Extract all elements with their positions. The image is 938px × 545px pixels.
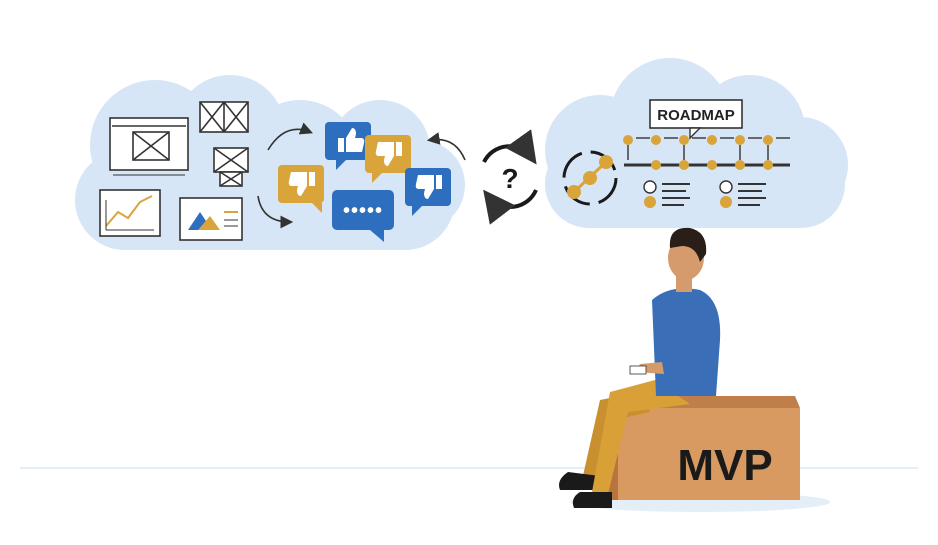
question-mark: ? [501, 163, 518, 194]
wireframe-screen-icon [109, 117, 189, 176]
presentation-sketch-icon [179, 197, 243, 241]
roadmap-avatar [643, 180, 690, 208]
curved-arrow-bottom [257, 195, 294, 229]
person [559, 227, 721, 508]
chart-sketch-icon [99, 189, 161, 237]
mvp-label: MVP [677, 441, 772, 490]
wireframe-window-icon [199, 101, 249, 133]
thumbs-down-icon [278, 165, 324, 213]
thumbs-down-icon [405, 168, 451, 216]
comment-bubble-icon: ••••• [332, 190, 394, 242]
roadmap-timeline [623, 135, 790, 208]
wireframe-small-icon [213, 147, 249, 187]
cycle-arrows-icon [562, 150, 618, 206]
refresh-question-icon: ? [482, 129, 538, 225]
curved-arrow-right [426, 132, 466, 161]
roadmap-label: ROADMAP [649, 99, 743, 140]
right-cloud [545, 58, 848, 228]
curved-arrow-top [267, 122, 313, 151]
thumbs-up-icon [325, 122, 371, 170]
roadmap-text: ROADMAP [657, 107, 735, 124]
comment-text: ••••• [343, 200, 383, 222]
thumbs-down-icon [365, 135, 411, 183]
roadmap-avatar [719, 180, 766, 208]
